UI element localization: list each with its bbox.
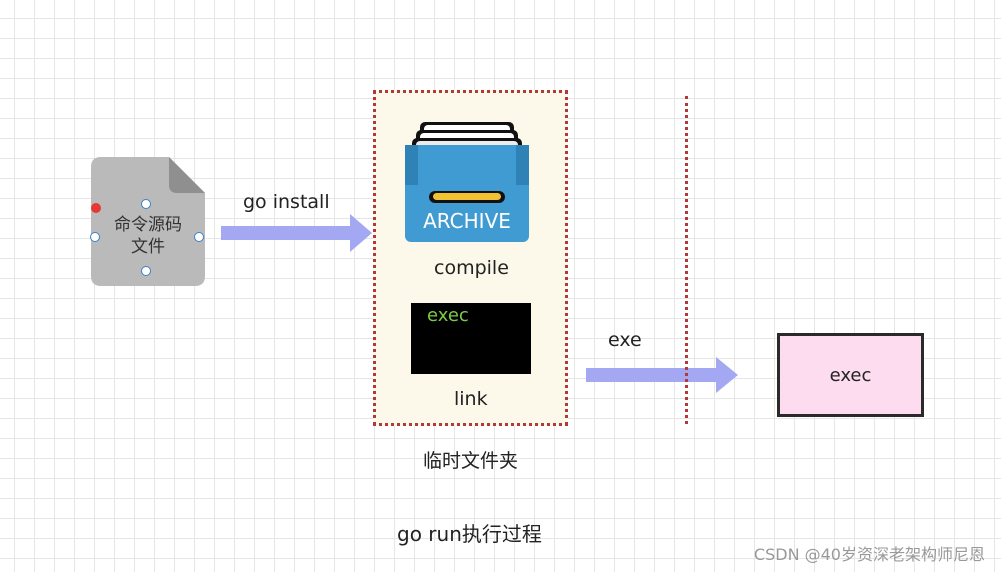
go-install-arrow — [221, 214, 372, 252]
watermark: CSDN @40岁资深老架构师尼恩 — [753, 545, 985, 564]
archive-icon-text: ARCHIVE — [423, 209, 511, 233]
diagram-caption: go run执行过程 — [397, 522, 542, 546]
rotate-handle[interactable] — [91, 203, 101, 213]
go-install-label: go install — [243, 191, 330, 213]
source-file-label-line2: 文件 — [131, 237, 165, 257]
source-file-label-line1: 命令源码 — [114, 215, 182, 235]
temp-folder-label: 临时文件夹 — [423, 450, 519, 472]
source-file-icon — [91, 157, 205, 286]
selection-handle-left[interactable] — [90, 232, 100, 242]
exe-arrow — [586, 357, 738, 393]
exe-label: exe — [608, 329, 642, 351]
exec-terminal-screen — [411, 303, 531, 374]
archive-icon — [405, 122, 529, 242]
link-label: link — [454, 388, 488, 410]
selection-handle-right[interactable] — [194, 232, 204, 242]
process-divider-line — [685, 96, 688, 424]
selection-handle-bottom[interactable] — [141, 266, 151, 276]
selection-handle-top[interactable] — [141, 199, 151, 209]
exec-terminal-text: exec — [427, 305, 469, 326]
source-file-label: 命令源码 文件 — [91, 214, 205, 258]
compile-label: compile — [434, 257, 509, 279]
exec-result-label: exec — [829, 364, 872, 386]
exec-result-box: exec — [777, 333, 924, 417]
